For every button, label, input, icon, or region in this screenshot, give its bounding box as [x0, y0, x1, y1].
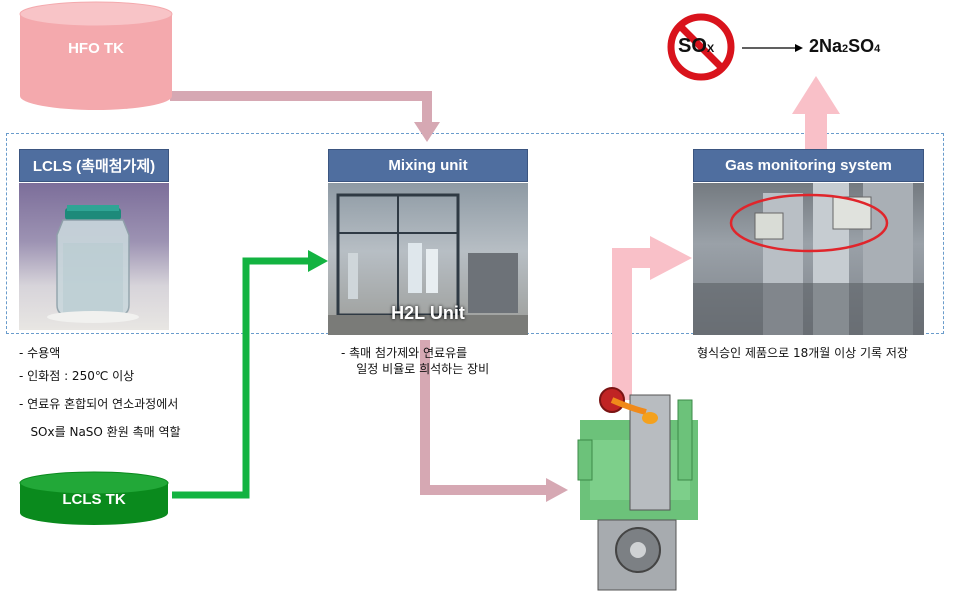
- lcls-note-4: SOx를 NaSO 환원 촉매 역할: [19, 425, 181, 439]
- mixing-panel-title: Mixing unit: [328, 149, 528, 182]
- lcls-panel-title: LCLS (촉매첨가제): [19, 149, 169, 182]
- sox-text: SO: [678, 35, 707, 57]
- formula-sub-1: 2: [842, 43, 849, 55]
- mixing-to-engine-arrow: [420, 340, 568, 502]
- lcls-note-3: - 연료유 혼합되어 연소과정에서: [19, 397, 179, 411]
- lcls-note-2: - 인화점 : 250℃ 이상: [19, 369, 135, 383]
- gas-monitoring-image: [693, 183, 924, 335]
- lcls-to-mixing-arrow: [172, 250, 328, 499]
- gas-panel-title: Gas monitoring system: [693, 149, 924, 182]
- product-formula: 2Na2SO4: [809, 36, 880, 57]
- hfo-tank-label: HFO TK: [68, 40, 124, 57]
- gas-monitoring-photo: [693, 183, 924, 335]
- lcls-tank-label: LCLS TK: [62, 491, 126, 508]
- h2l-unit-label: H2L Unit: [391, 303, 465, 323]
- mixing-note-2: 일정 비율로 희석하는 장비: [341, 362, 490, 376]
- mixing-note-1: - 촉매 첨가제와 연료유를: [341, 346, 468, 360]
- gas-note-1: 형식승인 제품으로 18개월 이상 기록 저장: [697, 346, 908, 360]
- formula-part-2: SO: [848, 36, 875, 56]
- sox-subscript: X: [706, 43, 715, 55]
- sox-label: SOX: [678, 35, 714, 58]
- mixing-unit-image: [328, 193, 528, 335]
- bottle-image: [47, 205, 139, 323]
- gas-to-product-arrow: [792, 76, 840, 150]
- lcls-bottle-photo: [19, 183, 169, 330]
- exhaust-to-gas-arrow: [612, 236, 692, 400]
- mixing-unit-photo: H2L Unit: [328, 183, 528, 335]
- formula-sub-2: 4: [874, 43, 881, 55]
- formula-part-1: 2Na: [809, 36, 843, 56]
- lcls-note-1: - 수용액: [19, 346, 61, 360]
- sox-reaction-arrow: [742, 44, 803, 52]
- hfo-to-mixing-arrow: [170, 91, 440, 142]
